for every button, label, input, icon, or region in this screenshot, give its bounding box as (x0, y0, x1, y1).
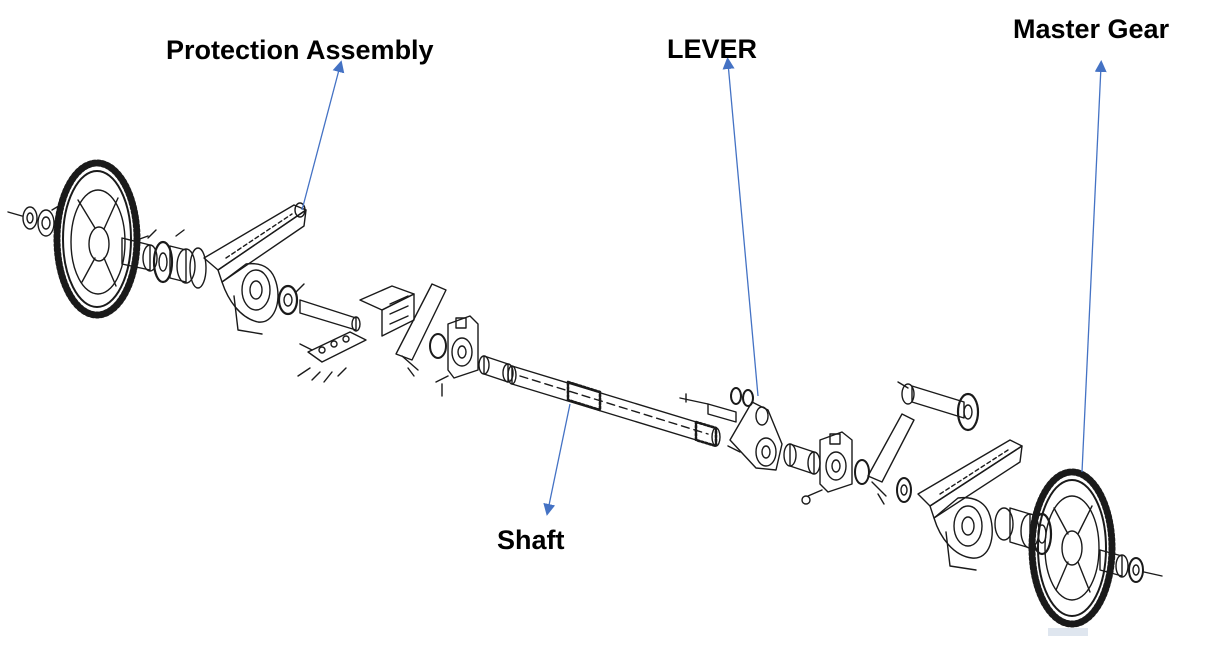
main-shaft (507, 365, 721, 448)
right-bushing (783, 443, 821, 475)
shaft-label: Shaft (497, 525, 565, 555)
protection-assembly-label: Protection Assembly (166, 35, 434, 65)
left-gear (53, 159, 149, 319)
left-bolt-plate (297, 331, 367, 383)
lever-pins (679, 387, 754, 423)
right-gear (1028, 468, 1116, 628)
left-hub-stack (121, 229, 207, 289)
right-upper-shaft (897, 381, 980, 432)
left-lever-link (395, 283, 447, 377)
left-end-washers (7, 203, 63, 237)
shaft-arrow (543, 403, 571, 516)
left-slotted-bracket (359, 285, 415, 337)
spacer-bushing (478, 355, 514, 383)
right-pillow-block (801, 431, 870, 505)
left-bearing-shaft (277, 283, 361, 332)
lever-part (727, 401, 783, 471)
lever-label: LEVER (667, 34, 758, 64)
protection-assembly-arrow (301, 60, 345, 211)
right-washer (896, 477, 912, 503)
right-end-washers (1099, 549, 1163, 583)
right-protection-plate (917, 439, 1023, 571)
lever-arrow (722, 57, 759, 397)
scan-artifact (1048, 628, 1088, 636)
master-gear-arrow (1081, 60, 1107, 473)
right-lever-link (867, 413, 915, 505)
left-protection-plate (203, 202, 307, 335)
left-pillow-block (429, 315, 479, 397)
master-gear-label: Master Gear (1013, 14, 1170, 44)
